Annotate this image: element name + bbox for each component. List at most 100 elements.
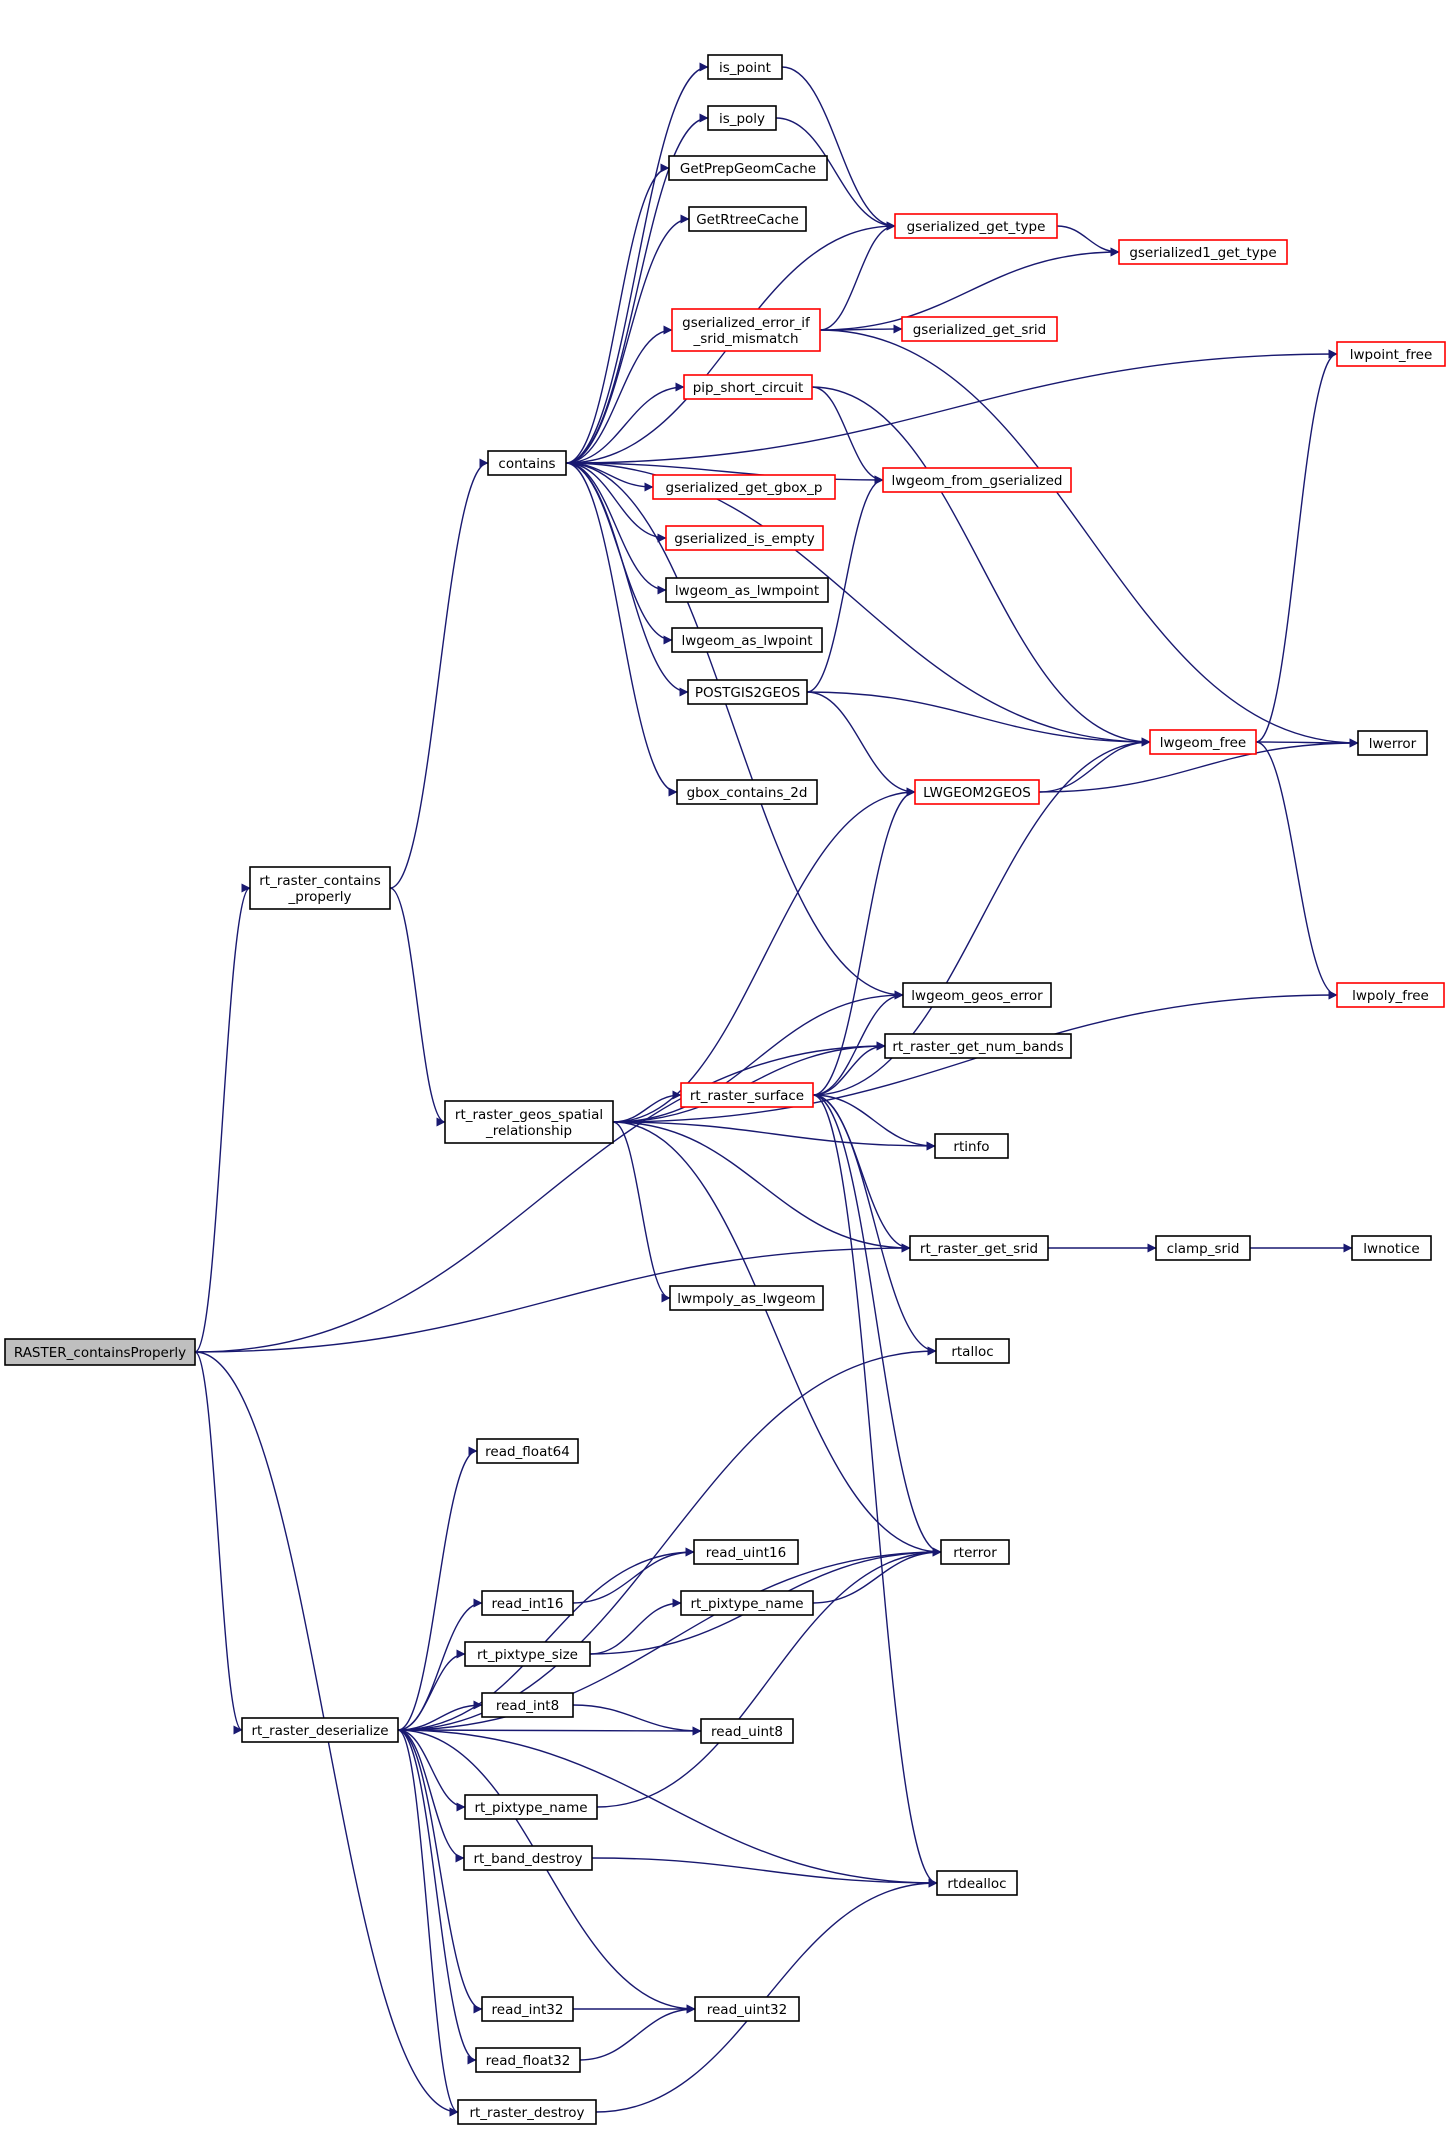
node-rt-pixtype-size[interactable]: rt_pixtype_size: [464, 1641, 591, 1667]
node-getrtreecache[interactable]: GetRtreeCache: [688, 206, 807, 232]
node-read-uint16[interactable]: read_uint16: [693, 1539, 799, 1565]
edge-path: [812, 1547, 942, 1604]
node-lwpoly-free[interactable]: lwpoly_free: [1336, 982, 1445, 1008]
node-postgis2geos[interactable]: POSTGIS2GEOS: [687, 679, 808, 705]
edge-rt-raster-deserialize-to-rt-raster-destroy: [397, 1729, 459, 2117]
node-label: read_uint32: [707, 2002, 788, 2018]
node-read-uint8[interactable]: read_uint8: [700, 1718, 794, 1744]
edge-rt-raster-surface-to-rterror: [812, 1094, 942, 1557]
node-label: read_uint8: [711, 1724, 783, 1740]
node-label: rt_raster_get_num_bands: [892, 1039, 1063, 1055]
node-lwgeom-from-gserialized[interactable]: lwgeom_from_gserialized: [882, 467, 1072, 493]
edge-contains-to-is-point: [565, 62, 709, 464]
edge-path: [194, 1351, 243, 1735]
node-read-int8[interactable]: read_int8: [481, 1692, 574, 1718]
edge-path: [397, 1729, 477, 2065]
node-rt-raster-surface[interactable]: rt_raster_surface: [680, 1082, 814, 1108]
node-read-float64[interactable]: read_float64: [476, 1438, 579, 1464]
node-gserialized1-get-type[interactable]: gserialized1_get_type: [1118, 239, 1288, 265]
node-box: [940, 1539, 1010, 1565]
node-rt-raster-geos-spatial-relationship[interactable]: rt_raster_geos_spatial_relationship: [444, 1100, 614, 1144]
edge-lwgeom2geos-to-lwgeom-free: [1038, 737, 1151, 793]
edge-is-point-to-gserialized-get-type: [781, 66, 896, 231]
node-gserialized-get-srid[interactable]: gserialized_get_srid: [901, 316, 1058, 342]
node-rt-raster-deserialize[interactable]: rt_raster_deserialize: [241, 1717, 399, 1743]
node-lwgeom2geos[interactable]: LWGEOM2GEOS: [914, 779, 1040, 805]
edge-rt-raster-geos-spatial-relationship-to-rterror: [612, 1121, 942, 1557]
node-box: [680, 1590, 814, 1616]
node-gserialized-is-empty[interactable]: gserialized_is_empty: [665, 525, 824, 551]
edge-rt-raster-deserialize-to-rt-band-destroy: [397, 1729, 465, 1863]
node-rtdealloc[interactable]: rtdealloc: [936, 1870, 1018, 1896]
node-gserialized-error-if-srid-mismatch[interactable]: gserialized_error_if_srid_mismatch: [671, 308, 821, 352]
node-lwmpoly-as-lwgeom[interactable]: lwmpoly_as_lwgeom: [669, 1285, 824, 1311]
node-read-int16[interactable]: read_int16: [481, 1590, 574, 1616]
node-label: rt_raster_get_srid: [920, 1241, 1038, 1257]
edge-read-int16-to-read-uint16: [572, 1547, 695, 1604]
node-read-int32[interactable]: read_int32: [481, 1996, 574, 2022]
node-box: [464, 1794, 598, 1820]
node-box: [665, 577, 829, 603]
edge-path: [812, 1094, 942, 1557]
node-read-float32[interactable]: read_float32: [475, 2047, 581, 2073]
edge-path: [194, 1041, 886, 1353]
edge-rt-raster-deserialize-to-rtalloc: [397, 1346, 937, 1731]
edge-rt-raster-deserialize-to-rtdealloc: [397, 1729, 938, 1888]
node-lwerror[interactable]: lwerror: [1357, 730, 1428, 756]
node-rterror[interactable]: rterror: [940, 1539, 1010, 1565]
edge-rt-raster-surface-to-lwgeom2geos: [812, 787, 916, 1096]
edge-path: [775, 117, 896, 231]
node-rt-pixtype-name-a[interactable]: rt_pixtype_name: [680, 1590, 814, 1616]
node-gbox-contains-2d[interactable]: gbox_contains_2d: [676, 779, 818, 805]
edge-rt-raster-geos-spatial-relationship-to-lwgeom2geos: [612, 787, 916, 1123]
node-contains[interactable]: contains: [487, 450, 567, 476]
node-label: rt_raster_destroy: [469, 2105, 584, 2121]
node-label: RASTER_containsProperly: [14, 1345, 186, 1361]
node-label: LWGEOM2GEOS: [923, 785, 1031, 801]
edge-path: [812, 990, 904, 1096]
node-box: [457, 2099, 597, 2125]
edge-path: [397, 1729, 466, 1812]
edge-contains-to-lwpoint-free: [565, 349, 1338, 464]
node-box: [1336, 341, 1446, 367]
node-read-uint32[interactable]: read_uint32: [694, 1996, 800, 2022]
node-clamp-srid[interactable]: clamp_srid: [1155, 1235, 1251, 1261]
node-rtalloc[interactable]: rtalloc: [935, 1338, 1010, 1364]
edge-path: [397, 1729, 483, 2014]
node-gserialized-get-gbox-p[interactable]: gserialized_get_gbox_p: [652, 474, 836, 500]
node-label: rt_raster_geos_spatial: [455, 1107, 603, 1123]
node-rt-pixtype-name-b[interactable]: rt_pixtype_name: [464, 1794, 598, 1820]
node-lwgeom-free[interactable]: lwgeom_free: [1149, 729, 1257, 755]
node-label: lwgeom_geos_error: [911, 988, 1043, 1004]
node-rt-raster-contains-properly[interactable]: rt_raster_contains_properly: [249, 866, 391, 910]
nodes-layer: RASTER_containsProperly rt_raster_contain…: [4, 54, 1446, 2125]
node-label: GetRtreeCache: [696, 212, 799, 228]
node-rt-raster-get-srid[interactable]: rt_raster_get_srid: [909, 1235, 1049, 1261]
node-rt-raster-destroy[interactable]: rt_raster_destroy: [457, 2099, 597, 2125]
node-is-poly[interactable]: is_poly: [707, 105, 777, 131]
node-box: [894, 213, 1058, 239]
node-rtinfo[interactable]: rtinfo: [934, 1133, 1009, 1159]
edge-path: [389, 887, 446, 1127]
edge-path: [194, 883, 251, 1353]
node-box: [668, 155, 828, 181]
node-rt-band-destroy[interactable]: rt_band_destroy: [463, 1845, 593, 1871]
node-raster-containsproperly[interactable]: RASTER_containsProperly: [4, 1338, 196, 1366]
edge-path: [565, 462, 667, 543]
node-label: rtinfo: [953, 1139, 989, 1155]
node-lwnotice[interactable]: lwnotice: [1351, 1235, 1432, 1261]
node-lwgeom-as-lwmpoint[interactable]: lwgeom_as_lwmpoint: [665, 577, 829, 603]
node-gserialized-get-type[interactable]: gserialized_get_type: [894, 213, 1058, 239]
node-rt-raster-get-num-bands[interactable]: rt_raster_get_num_bands: [884, 1033, 1072, 1059]
node-lwpoint-free[interactable]: lwpoint_free: [1336, 341, 1446, 367]
node-getprepgeomcache[interactable]: GetPrepGeomCache: [668, 155, 828, 181]
edge-rt-pixtype-name-a-to-rterror: [812, 1547, 942, 1604]
node-box: [481, 1996, 574, 2022]
node-lwgeom-as-lwpoint[interactable]: lwgeom_as_lwpoint: [671, 627, 823, 653]
node-is-point[interactable]: is_point: [707, 54, 783, 80]
node-lwgeom-geos-error[interactable]: lwgeom_geos_error: [902, 982, 1052, 1008]
edge-raster-containsproperly-to-rt-raster-contains-properly: [194, 883, 251, 1353]
node-label: rt_pixtype_size: [477, 1647, 578, 1663]
node-label: rt_pixtype_name: [690, 1596, 803, 1612]
node-pip-short-circuit[interactable]: pip_short_circuit: [683, 374, 813, 400]
